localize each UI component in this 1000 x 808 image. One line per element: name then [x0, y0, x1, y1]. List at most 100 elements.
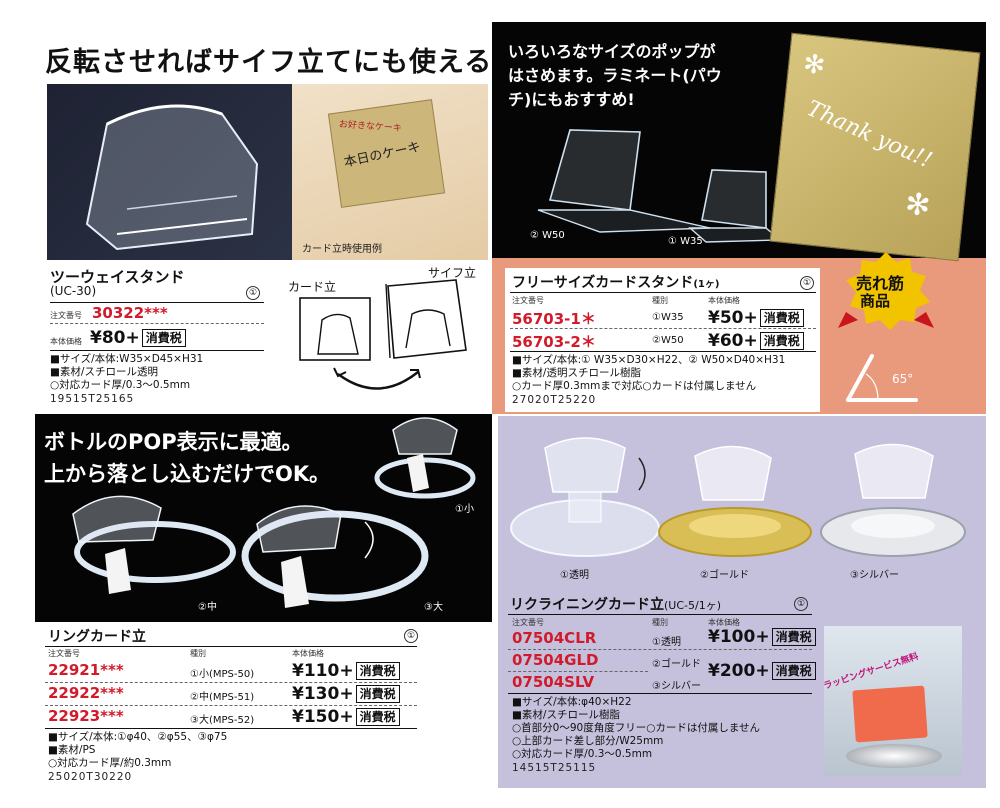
col-price: 本体価格 — [708, 296, 740, 305]
page-circle-marker: ① — [246, 286, 260, 300]
label-gold: ②ゴールド — [700, 570, 749, 581]
page-circle-marker: ① — [404, 629, 418, 643]
price-value: ¥80+ — [90, 328, 140, 348]
col-type: 種別 — [652, 296, 668, 305]
gift-photo: ラッピングサービス無料 — [824, 626, 962, 776]
label-large: ③大 — [424, 602, 443, 613]
tax-badge: 消費税 — [759, 332, 804, 350]
badge-line: 商品 — [860, 292, 891, 310]
thank-you-card: Thank you!! ✻ ✻ — [769, 32, 981, 262]
product-model: (UC-30) — [50, 284, 97, 298]
order-number: 30322*** — [92, 304, 168, 322]
spec-line: ■素材/スチロール樹脂 — [512, 709, 620, 721]
col-order: 注文番号 — [512, 296, 544, 305]
order-number: 07504CLR — [512, 629, 597, 647]
price-label: 本体価格 — [50, 337, 82, 346]
headline-line: ボトルのPOP表示に最適。 — [44, 430, 303, 454]
type-cell: ②中(MPS-51) — [190, 692, 255, 703]
sample-card: お好きなケーキ 本日のケーキ — [327, 99, 446, 208]
price-value: ¥100+ — [708, 627, 770, 647]
order-number: 07504GLD — [512, 651, 599, 669]
price: ¥200+消費税 — [708, 661, 816, 681]
product-photo-usage: お好きなケーキ 本日のケーキ カード立時使用例 — [292, 84, 488, 260]
price-value: ¥200+ — [708, 661, 770, 681]
headline: ボトルのPOP表示に最適。 上から落とし込むだけでOK。 — [44, 426, 330, 490]
gift-stand-base — [846, 744, 942, 768]
angle-diagram — [846, 354, 918, 402]
headline-line: いろいろなサイズのポップが — [508, 42, 716, 61]
gift-photo-text: ラッピングサービス無料 — [824, 651, 920, 692]
photo-caption: カード立時使用例 — [302, 244, 382, 255]
label-small: ①小 — [455, 504, 474, 515]
product-title-text: リクライニングカード立 — [510, 597, 664, 613]
product-title-unit: (1ヶ) — [693, 279, 720, 290]
col-order: 注文番号 — [512, 618, 544, 627]
col-type: 種別 — [652, 618, 668, 627]
col-price: 本体価格 — [292, 649, 324, 658]
headline: いろいろなサイズのポップが はさめます。ラミネート(パウ チ)にもおすすめ! — [508, 40, 722, 112]
badge-line: 売れ筋 — [856, 274, 905, 293]
spec-line: ■素材/透明スチロール樹脂 — [512, 367, 641, 379]
spec-line: ○対応カード厚/0.3～0.5mm — [50, 379, 191, 391]
order-label: 注文番号 — [50, 311, 82, 320]
product-title: リクライニングカード立(UC-5/1ヶ) — [510, 594, 721, 614]
spec-line: ■サイズ/本体:① W35×D30×H22、② W50×D40×H31 — [512, 354, 786, 366]
page-circle-marker: ① — [800, 276, 814, 290]
tax-badge: 消費税 — [355, 685, 400, 703]
type-cell: ③大(MPS-52) — [190, 715, 255, 726]
price: ¥80+消費税 — [90, 328, 186, 348]
price-value: ¥60+ — [708, 331, 758, 351]
product-title: ツーウェイスタンド — [50, 268, 185, 286]
type-cell: ①W35 — [652, 312, 684, 323]
tax-badge: 消費税 — [355, 662, 400, 680]
product-photo-reclining — [510, 437, 966, 557]
price: ¥100+消費税 — [708, 627, 816, 647]
type-cell: ②ゴールド — [652, 659, 701, 670]
sample-card-text-2: 本日のケーキ — [342, 139, 423, 171]
best-seller-badge: 売れ筋 商品 — [838, 250, 934, 330]
col-type: 種別 — [190, 649, 206, 658]
product-code: 25020T30220 — [48, 771, 133, 783]
spec-line: ■サイズ/本体:φ40×H22 — [512, 696, 632, 708]
spec-line: ○首部分0～90度角度フリー○カードは付属しません — [512, 722, 761, 734]
order-number: 22922*** — [48, 684, 124, 702]
tax-badge: 消費税 — [771, 662, 816, 680]
type-cell: ①透明 — [652, 637, 681, 648]
headline-line: はさめます。ラミネート(パウ — [508, 66, 722, 85]
type-cell: ①小(MPS-50) — [190, 669, 255, 680]
price: ¥50+消費税 — [708, 308, 804, 328]
sample-card-text-1: お好きなケーキ — [338, 119, 403, 135]
tax-badge: 消費税 — [355, 708, 400, 726]
spec-line: ○対応カード厚/0.3～0.5mm — [512, 748, 653, 760]
label-silver: ③シルバー — [850, 570, 899, 581]
order-number: 22921*** — [48, 661, 124, 679]
product-code: 19515T25165 — [50, 393, 135, 405]
spec-line: ○カード厚0.3mmまで対応○カードは付属しません — [512, 380, 757, 392]
product-title-text: フリーサイズカードスタンド — [512, 275, 694, 291]
col-order: 注文番号 — [48, 649, 80, 658]
col-price: 本体価格 — [708, 618, 740, 627]
product-photo-stand — [47, 84, 292, 260]
price: ¥130+消費税 — [292, 684, 400, 704]
price-value: ¥50+ — [708, 308, 758, 328]
price-value: ¥150+ — [292, 707, 354, 727]
headline-line: 上から落とし込むだけでOK。 — [44, 462, 331, 486]
spec-line: ■サイズ/本体:W35×D45×H31 — [50, 353, 204, 365]
spec-line: ■素材/スチロール透明 — [50, 366, 158, 378]
tax-badge: 消費税 — [759, 309, 804, 327]
price-value: ¥130+ — [292, 684, 354, 704]
gift-box — [852, 685, 928, 743]
flower-icon: ✻ — [903, 186, 933, 225]
product-code: 27020T25220 — [512, 394, 597, 406]
page-circle-marker: ① — [794, 597, 808, 611]
price: ¥150+消費税 — [292, 707, 400, 727]
order-number: 07504SLV — [512, 673, 595, 691]
angle-label: 65° — [892, 372, 914, 386]
spec-line: ■素材/PS — [48, 744, 96, 756]
type-cell: ②W50 — [652, 335, 684, 346]
price: ¥60+消費税 — [708, 331, 804, 351]
order-number: 22923*** — [48, 707, 124, 725]
flower-icon: ✻ — [801, 49, 827, 82]
tax-badge: 消費税 — [771, 628, 816, 646]
usage-diagram: カード立 サイフ立 — [278, 262, 488, 410]
